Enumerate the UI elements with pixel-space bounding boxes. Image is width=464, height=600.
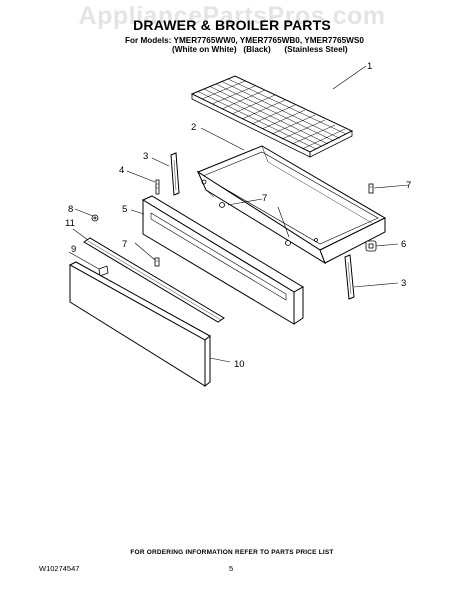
callout-3-left: 3 <box>143 151 148 162</box>
callout-5: 5 <box>122 204 127 215</box>
handle-trim <box>83 237 225 323</box>
clip <box>365 240 377 252</box>
callout-7-lower: 7 <box>122 239 127 250</box>
drawer-inner-panel <box>141 195 304 325</box>
finishes-line: (White on White) (Black) (Stainless Stee… <box>172 45 348 54</box>
finish-stainless: (Stainless Steel) <box>284 45 348 54</box>
callout-4: 4 <box>119 165 124 176</box>
screw-lower <box>154 257 160 267</box>
callout-7-drawer: 7 <box>262 193 267 204</box>
drawer-slide-right <box>344 254 355 300</box>
page-number: 5 <box>229 564 234 573</box>
callout-11: 11 <box>65 218 75 229</box>
finish-black: (Black) <box>243 45 271 54</box>
stud <box>155 179 160 195</box>
finish-white: (White on White) <box>172 45 237 54</box>
screw-upper <box>368 183 374 194</box>
callout-9: 9 <box>71 244 76 255</box>
callout-2: 2 <box>191 122 196 133</box>
drawer-body <box>196 145 387 265</box>
callout-7-upper: 7 <box>406 180 411 191</box>
page-title: DRAWER & BROILER PARTS <box>133 17 331 33</box>
watermark-text: AppliancePartsPros.com <box>78 2 386 30</box>
callout-labels: 1 2 3 4 5 7 8 11 9 7 7 6 3 10 <box>65 61 411 370</box>
callout-6: 6 <box>401 239 406 250</box>
models-line: For Models: YMER7765WW0, YMER7765WB0, YM… <box>125 36 364 45</box>
callout-10: 10 <box>234 359 245 370</box>
screw-drawer <box>219 202 291 246</box>
nut <box>91 214 99 222</box>
label-plate <box>98 265 109 277</box>
broiler-rack <box>190 75 354 158</box>
callout-3-right: 3 <box>401 278 406 289</box>
document-number: W10274547 <box>39 564 80 573</box>
callout-8: 8 <box>68 204 73 215</box>
callout-1: 1 <box>367 61 372 72</box>
ordering-note: FOR ORDERING INFORMATION REFER TO PARTS … <box>130 549 334 556</box>
drawer-slide-left <box>170 152 180 196</box>
leader-lines <box>68 65 410 363</box>
drawer-front-panel <box>68 261 211 388</box>
